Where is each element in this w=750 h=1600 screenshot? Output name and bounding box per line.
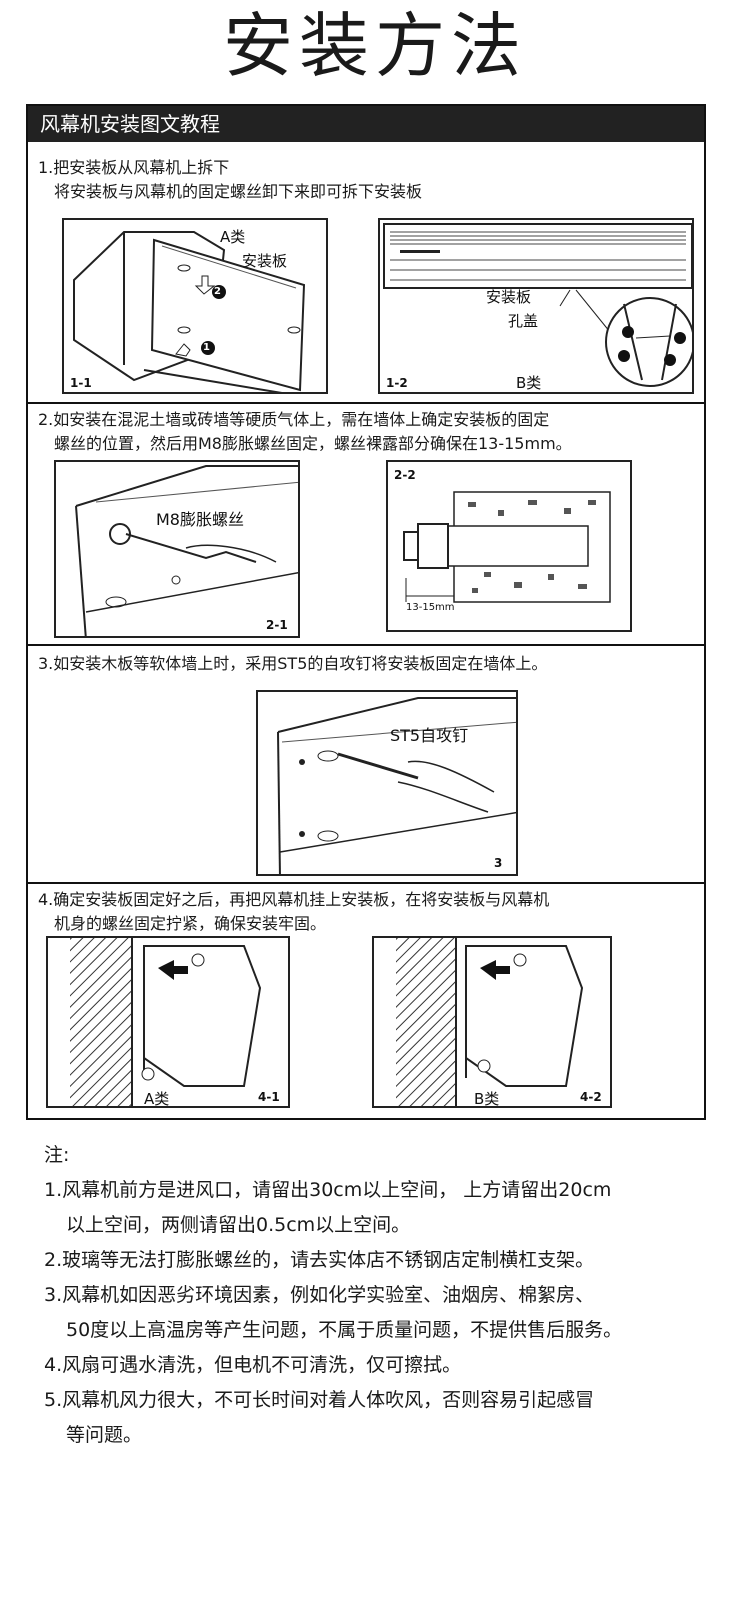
- figure-2-1-drawing: [75, 465, 298, 636]
- figure-1-1-drawing: [73, 231, 306, 392]
- step-2-line-2: 螺丝的位置，然后用M8膨胀螺丝固定，螺丝裸露部分确保在13-15mm。: [54, 434, 572, 453]
- panel-header: 风幕机安装图文教程: [28, 106, 704, 142]
- note-3-line-2: 50度以上高温房等产生问题，不属于质量问题，不提供售后服务。: [66, 1319, 623, 1341]
- step-1-line-2: 将安装板与风幕机的固定螺丝卸下来即可拆下安装板: [54, 182, 423, 201]
- figure-4-1-drawing: [70, 938, 262, 1106]
- figure-4-1-type-label: A类: [144, 1090, 170, 1108]
- step-1-line-1: 1.把安装板从风幕机上拆下: [38, 158, 230, 177]
- figure-1-1-code: 1-1: [70, 376, 92, 390]
- marker-1: 1: [203, 342, 210, 353]
- figure-1-2-plate-label: 安装板: [486, 288, 532, 306]
- notes-heading: 注:: [44, 1144, 70, 1166]
- marker-2: 2: [214, 286, 221, 297]
- figure-1-2-code: 1-2: [386, 376, 408, 390]
- figure-1-1-plate-label: 安装板: [242, 252, 288, 270]
- figure-1-2-cap-label: 孔盖: [508, 312, 539, 330]
- figure-2-2-dimension: 13-15mm: [406, 602, 455, 613]
- note-5-line-2: 等问题。: [66, 1424, 143, 1446]
- figure-3-drawing: [277, 697, 516, 874]
- figure-2-1: M8膨胀螺丝 2-1: [54, 460, 300, 638]
- figure-4-2-type-label: B类: [474, 1090, 500, 1108]
- step-3-line-1: 3.如安装木板等软体墙上时，采用ST5的自攻钉将安装板固定在墙体上。: [38, 654, 548, 673]
- figure-4-2: B类 4-2: [372, 936, 612, 1108]
- section-divider: [28, 644, 704, 646]
- note-2-line-1: 2.玻璃等无法打膨胀螺丝的，请去实体店不锈钢店定制横杠支架。: [44, 1249, 595, 1271]
- figure-4-1-code: 4-1: [258, 1090, 280, 1104]
- figure-2-2: 2-2 13-15mm: [386, 460, 632, 632]
- note-3-line-1: 3.风幕机如因恶劣环境因素，例如化学实验室、油烟房、棉絮房、: [44, 1284, 595, 1306]
- figure-2-1-bolt-label: M8膨胀螺丝: [156, 510, 244, 529]
- notes-section: 注: 1.风幕机前方是进风口，请留出30cm以上空间， 上方请留出20cm 以上…: [44, 1138, 622, 1453]
- figure-1-1-type-label: A类: [220, 228, 246, 246]
- figure-2-2-code: 2-2: [394, 468, 416, 482]
- step-4-line-1: 4.确定安装板固定好之后，再把风幕机挂上安装板，在将安装板与风幕机: [38, 890, 550, 909]
- figure-1-2: 安装板 孔盖 B类 1-2: [378, 218, 694, 394]
- figure-4-2-code: 4-2: [580, 1090, 602, 1104]
- section-divider: [28, 402, 704, 404]
- figure-1-2-drawing: [383, 223, 692, 387]
- figure-4-1: A类 4-1: [46, 936, 290, 1108]
- figure-1-2-type-label: B类: [516, 374, 542, 392]
- figure-3: ST5自攻钉 3: [256, 690, 518, 876]
- figure-2-2-drawing: [403, 491, 611, 603]
- figure-3-screw-label: ST5自攻钉: [390, 726, 469, 745]
- note-1-line-2: 以上空间，两侧请留出0.5cm以上空间。: [66, 1214, 411, 1236]
- note-4-line-1: 4.风扇可遇水清洗，但电机不可清洗，仅可擦拭。: [44, 1354, 462, 1376]
- note-1-line-1: 1.风幕机前方是进风口，请留出30cm以上空间， 上方请留出20cm: [44, 1179, 612, 1201]
- section-divider: [28, 882, 704, 884]
- page-title: 安装方法: [223, 5, 527, 87]
- figure-1-1: A类 安装板 2 1 1-1: [62, 218, 328, 394]
- figure-3-code: 3: [494, 856, 503, 870]
- figure-2-1-code: 2-1: [266, 618, 288, 632]
- note-5-line-1: 5.风幕机风力很大，不可长时间对着人体吹风，否则容易引起感冒: [44, 1389, 595, 1411]
- instruction-panel: 风幕机安装图文教程 1.把安装板从风幕机上拆下 将安装板与风幕机的固定螺丝卸下来…: [26, 104, 706, 1120]
- figure-4-2-drawing: [396, 938, 584, 1106]
- step-4-line-2: 机身的螺丝固定拧紧，确保安装牢固。: [54, 914, 327, 933]
- step-2-line-1: 2.如安装在混泥土墙或砖墙等硬质气体上，需在墙体上确定安装板的固定: [38, 410, 550, 429]
